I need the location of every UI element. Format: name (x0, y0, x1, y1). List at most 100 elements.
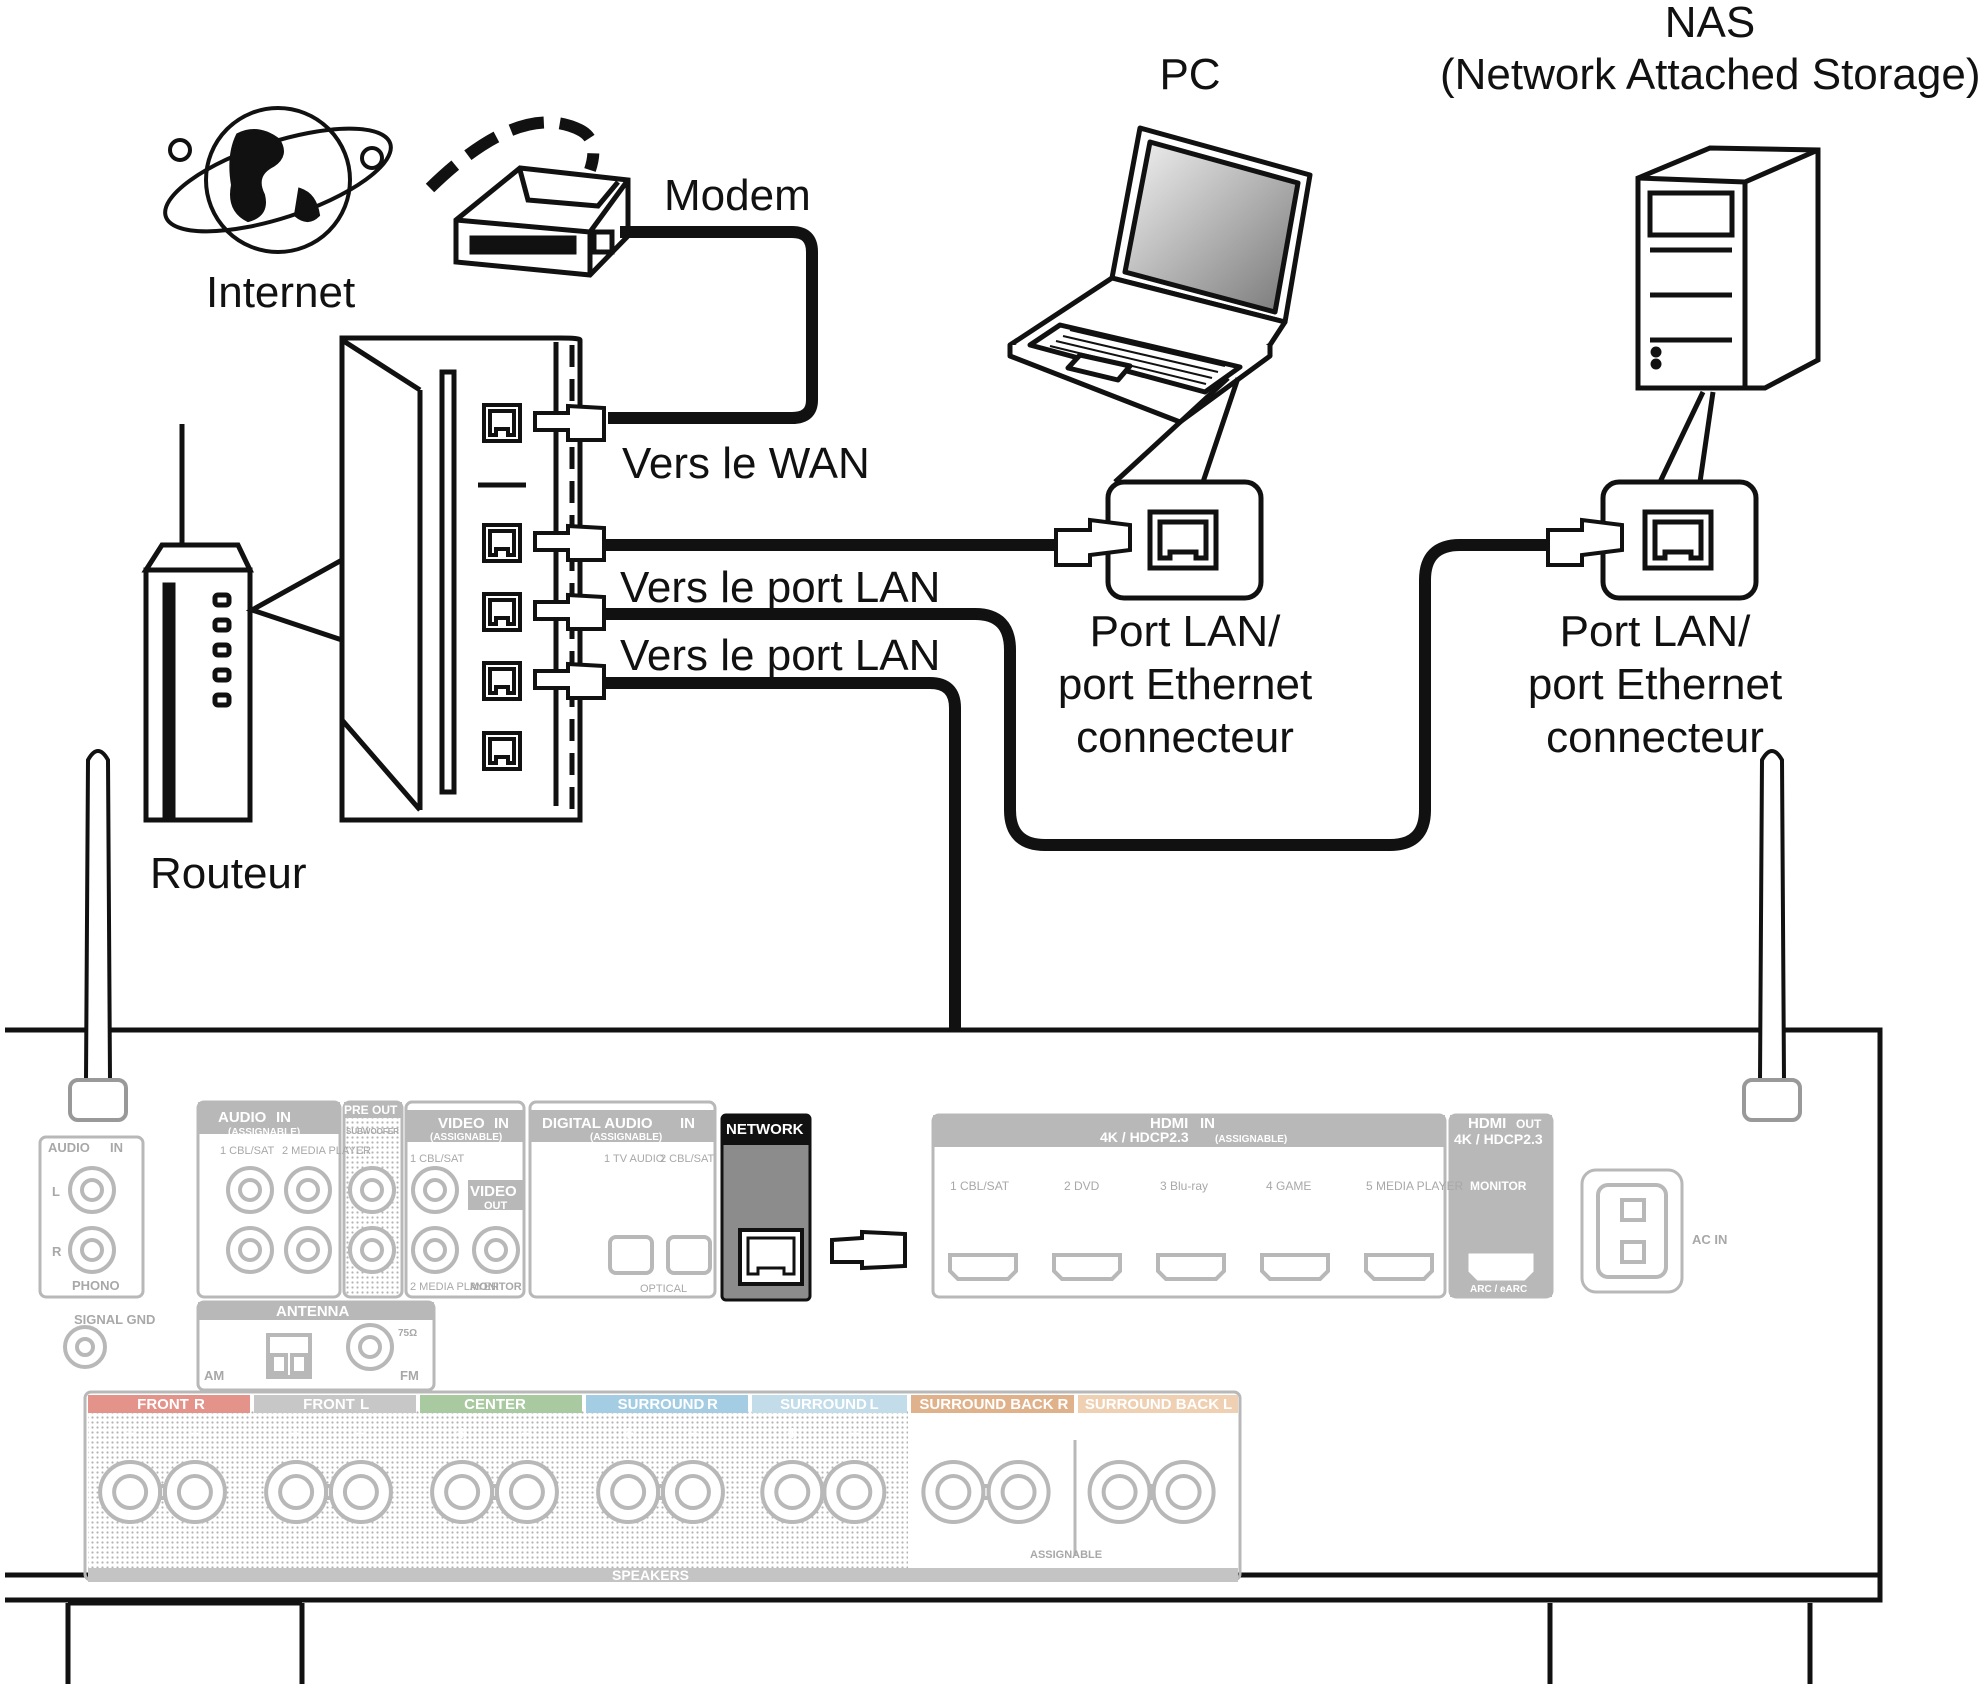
speaker-group-badge: R (707, 1396, 718, 1413)
speakers-label: SPEAKERS (612, 1567, 689, 1583)
receiver-network-section (720, 1113, 812, 1302)
plug-at-pc (1054, 517, 1132, 567)
minus-sign: − (687, 1423, 699, 1445)
speaker-terminal-inner (1101, 1474, 1138, 1510)
speaker-terminal-inner (674, 1474, 711, 1510)
speaker-terminal-inner (342, 1474, 379, 1510)
modem-icon (453, 165, 631, 278)
subwoofer-label: SUBWOOFER (346, 1127, 399, 1136)
hdmi-input-4: 4 GAME (1266, 1179, 1311, 1193)
plug-at-nas (1546, 517, 1624, 567)
video-out-title: VIDEO (470, 1183, 517, 1200)
am-label: AM (204, 1368, 224, 1383)
pre-out-label: PRE OUT (344, 1103, 398, 1117)
speaker-group-label: SURROUND (780, 1396, 867, 1413)
router-lan-port-4 (482, 731, 522, 771)
speaker-group-badge: R (194, 1396, 205, 1413)
nas-icon (1635, 145, 1821, 391)
antenna-terminals (266, 1333, 312, 1379)
minus-sign: − (355, 1423, 367, 1445)
speaker-terminals: +−+−+−+−+−+−+− (98, 1423, 1216, 1524)
nas-cable (604, 539, 1548, 851)
plus-sign: + (124, 1423, 136, 1445)
speaker-group-headers (88, 1395, 1238, 1413)
speaker-terminal-inner (774, 1474, 811, 1510)
nas-title: NAS (1664, 0, 1756, 47)
plug-nas (533, 592, 606, 631)
speaker-group-label: SURROUND BACK (1085, 1396, 1219, 1413)
speaker-group-label: CENTER (464, 1396, 526, 1413)
arc-label: ARC / eARC (1470, 1284, 1527, 1295)
router-ports (482, 403, 522, 771)
to-lan-label-2: Vers le port LAN (620, 631, 941, 680)
antenna-label: ANTENNA (276, 1303, 349, 1320)
speaker-terminal-inner (278, 1474, 315, 1510)
video-input-2: 2 MEDIA PLAYER (410, 1281, 499, 1293)
fm-label: FM (400, 1368, 419, 1383)
speaker-terminal-inner (444, 1474, 481, 1510)
hdmi-input-3: 3 Blu-ray (1160, 1179, 1208, 1193)
right-channel-label: R (52, 1244, 62, 1259)
digital-audio-title: DIGITAL AUDIO (542, 1115, 653, 1132)
digital-input-2: 2 CBL/SAT (660, 1153, 714, 1165)
modem-label: Modem (664, 171, 811, 220)
plus-sign: + (456, 1423, 468, 1445)
hdmi-monitor-label: MONITOR (1470, 1179, 1527, 1193)
terminal-link (158, 1484, 167, 1500)
terminal-link (981, 1484, 991, 1500)
speaker-terminal-inner (176, 1474, 213, 1510)
laptop-icon (1007, 125, 1313, 425)
speaker-terminal-inner (1165, 1474, 1202, 1510)
video-input-1: 1 CBL/SAT (410, 1153, 464, 1165)
hdmi-in-badge: IN (1200, 1115, 1215, 1132)
hdmi-out-badge: OUT (1516, 1117, 1542, 1131)
terminal-link (324, 1484, 333, 1500)
minus-sign: − (848, 1423, 860, 1445)
router-lan-port-3 (482, 661, 522, 701)
router-lan-port-2 (482, 592, 522, 632)
terminal-link (820, 1484, 827, 1500)
minus-sign: − (521, 1423, 533, 1445)
digital-input-1: 1 TV AUDIO (604, 1153, 665, 1165)
rca-jacks (63, 1166, 520, 1371)
audio-in-label: AUDIO (48, 1140, 90, 1155)
video-monitor-label: MONITOR (470, 1281, 522, 1293)
minus-sign: − (1013, 1423, 1025, 1445)
speaker-terminal-inner (610, 1474, 647, 1510)
signal-gnd-label: SIGNAL GND (74, 1312, 155, 1327)
speaker-terminal-inner (1000, 1474, 1037, 1510)
router-plugs (533, 403, 606, 700)
speaker-group-badge: L (870, 1396, 879, 1413)
left-channel-label: L (52, 1184, 60, 1199)
nas-port-label-line3: connecteur (1546, 713, 1764, 762)
speaker-terminal-inner (935, 1474, 972, 1510)
digital-assignable-sub: (ASSIGNABLE) (590, 1132, 662, 1143)
speaker-group-badge: L (360, 1396, 369, 1413)
ohm-label: 75Ω (398, 1328, 417, 1339)
plus-sign: + (290, 1423, 302, 1445)
assignable-label: ASSIGNABLE (1030, 1549, 1102, 1561)
speaker-group-badge: R (1058, 1396, 1069, 1413)
optical-jacks (608, 1235, 712, 1275)
wifi-antenna-right (1742, 749, 1802, 1122)
pc-port-label-line1: Port LAN/ (1089, 607, 1281, 656)
speaker-group-label: SURROUND BACK (919, 1396, 1053, 1413)
audio-input-1: 1 CBL/SAT (220, 1145, 274, 1157)
pc-label: PC (1159, 50, 1221, 99)
plus-sign: + (786, 1423, 798, 1445)
video-in-badge: IN (494, 1115, 509, 1132)
router-back-panel (339, 335, 583, 823)
minus-sign: − (1178, 1423, 1190, 1445)
speaker-group-label: FRONT (137, 1396, 189, 1413)
plug-pc (533, 523, 606, 562)
pc-port-callout (1105, 376, 1264, 601)
terminal-link (490, 1484, 499, 1500)
plug-wan (533, 403, 606, 442)
audio-assignable-title: AUDIO (218, 1109, 267, 1126)
video-out-badge: OUT (484, 1200, 508, 1212)
globe-icon (163, 106, 393, 254)
nas-port-label-line2: port Ethernet (1527, 660, 1783, 709)
speaker-group-label: SURROUND (618, 1396, 705, 1413)
